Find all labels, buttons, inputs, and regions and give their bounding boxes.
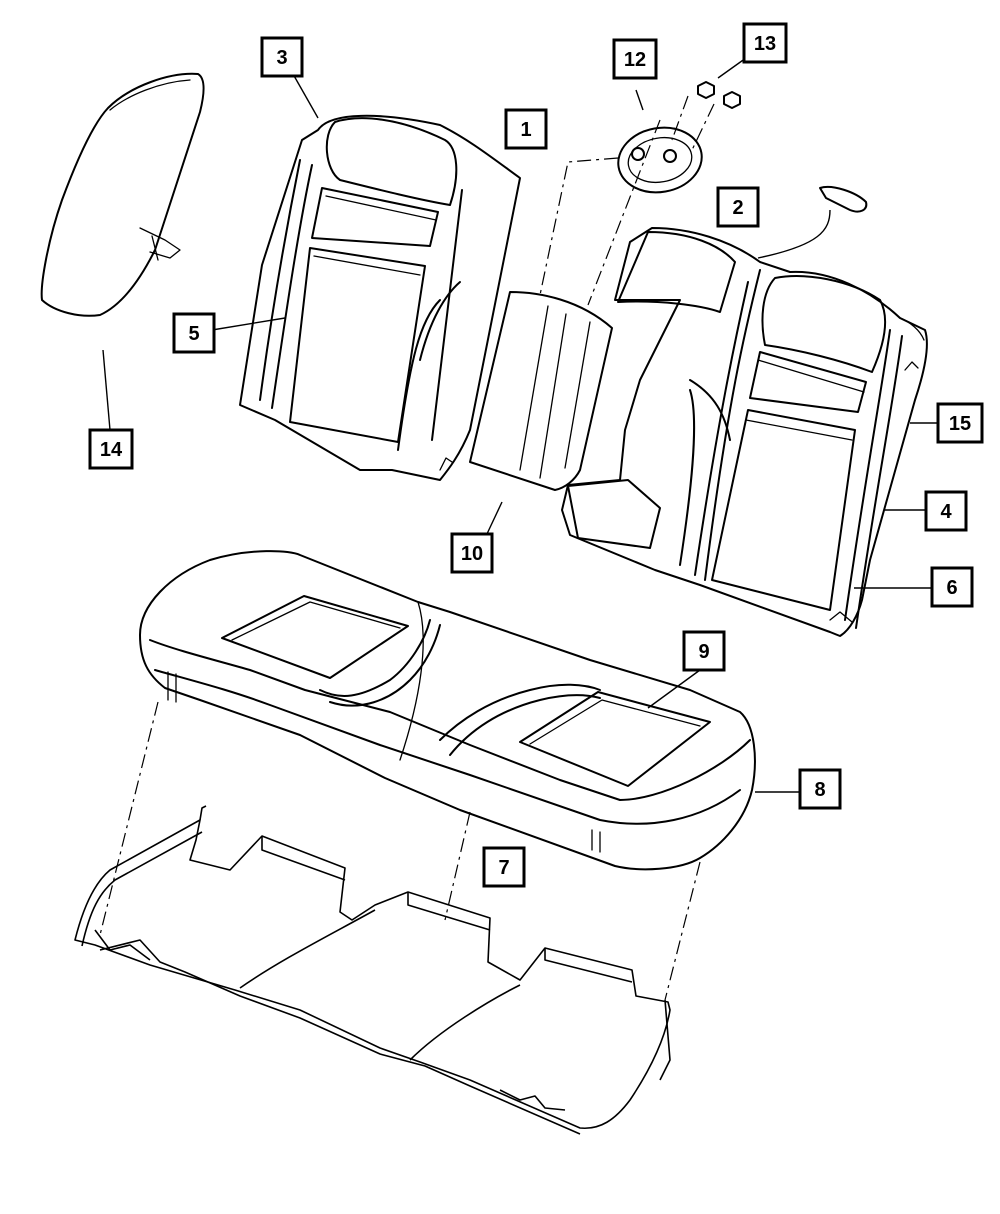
- callout-8-label: 8: [814, 779, 825, 801]
- right-seat-back-part: [561, 227, 928, 637]
- callout-5: 5: [172, 312, 216, 354]
- armrest-cover-part: [40, 72, 205, 317]
- callout-8: 8: [798, 768, 842, 810]
- callout-13: 13: [742, 22, 788, 64]
- center-armrest-part: [469, 291, 613, 491]
- callout-5-label: 5: [188, 323, 199, 345]
- callout-4-label: 4: [940, 501, 952, 523]
- callout-14-label: 14: [100, 439, 123, 461]
- callout-1-label: 1: [520, 119, 531, 141]
- cushion-frame-part: [74, 805, 671, 1135]
- callout-10: 10: [450, 532, 494, 574]
- assembly-lines: [99, 95, 715, 1001]
- callout-9: 9: [682, 630, 726, 672]
- headrest-guide-part: [617, 126, 703, 194]
- callout-12: 12: [612, 38, 658, 80]
- callout-7-label: 7: [498, 857, 509, 879]
- callout-4: 4: [924, 490, 968, 532]
- callout-15-label: 15: [949, 413, 971, 435]
- callout-2-label: 2: [732, 197, 743, 219]
- callout-2: 2: [716, 186, 760, 228]
- callout-13-label: 13: [754, 33, 776, 55]
- callout-14: 14: [88, 428, 134, 470]
- callout-15: 15: [936, 402, 984, 444]
- callout-3: 3: [260, 36, 304, 78]
- seat-cushion-part: [139, 550, 756, 871]
- belt-bezel-part: [819, 186, 868, 213]
- callout-6: 6: [930, 566, 974, 608]
- callout-10-label: 10: [461, 543, 483, 565]
- left-seat-back-part: [239, 114, 521, 481]
- callout-3-label: 3: [276, 47, 287, 69]
- callout-9-label: 9: [698, 641, 709, 663]
- callout-6-label: 6: [946, 577, 957, 599]
- callout-7: 7: [482, 846, 526, 888]
- callout-1: 1: [504, 108, 548, 150]
- callout-12-label: 12: [624, 49, 646, 71]
- nut-fasteners-part: [697, 81, 741, 109]
- leader-lines: [102, 57, 940, 793]
